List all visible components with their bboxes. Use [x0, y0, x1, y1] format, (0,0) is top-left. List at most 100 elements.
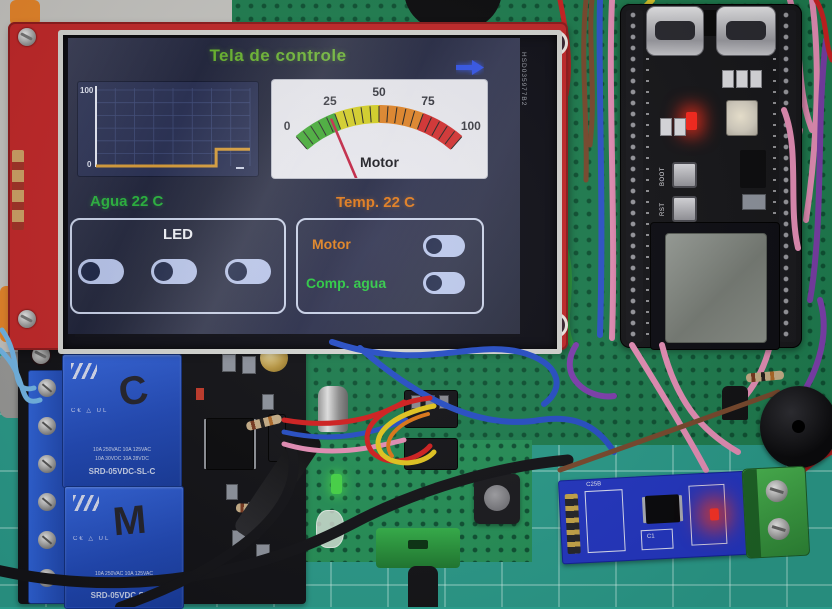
pin-labels-left: [646, 14, 649, 338]
header-slot: [411, 395, 421, 409]
power-led-lit: [686, 112, 697, 130]
mounting-screw: [18, 310, 36, 328]
pin-header-left: [626, 10, 643, 342]
relay-spec: 10A 250VAC 10A 125VAC: [93, 447, 151, 453]
smd-component: [226, 484, 238, 500]
control-panel: Motor Comp. agua: [296, 218, 484, 314]
relay-module: C C€ △ UL 10A 250VAC 10A 125VAC 10A 30VD…: [16, 334, 310, 609]
power-cable: [408, 566, 438, 607]
page-title: Tela de controle: [209, 46, 347, 65]
relay-marker: C: [115, 366, 152, 416]
terminal-screw[interactable]: [38, 379, 56, 397]
toggle-knob: [81, 262, 100, 281]
header-slot: [439, 395, 449, 409]
smd-component: [262, 394, 274, 410]
relay-c: C C€ △ UL 10A 250VAC 10A 125VAC 10A 30VD…: [62, 354, 182, 488]
usb-c-port-left[interactable]: [646, 6, 704, 56]
relay-model: SRD-05VDC-SL-C: [90, 591, 158, 600]
relay-m: M C€ △ UL 10A 250VAC 10A 125VAC 10A 30VD…: [64, 486, 184, 609]
terminal-screw[interactable]: [38, 417, 56, 435]
smd-capacitor: [750, 70, 762, 88]
temperature-chart: 100 0: [78, 82, 258, 176]
certification-marks: C€ △ UL: [73, 536, 111, 542]
solder-pads: [12, 150, 24, 230]
smd-capacitor: [736, 70, 748, 88]
relay-brand-logo: [71, 363, 97, 379]
smd-component: [256, 544, 270, 562]
toggle-knob: [426, 275, 442, 291]
smd-component: [704, 10, 716, 36]
motor-row-label: Motor: [312, 236, 351, 252]
wire-header: [404, 390, 458, 428]
buzzer-hole: [792, 420, 805, 433]
green-led: [331, 474, 342, 494]
rs485-terminal-block[interactable]: [741, 465, 811, 559]
terminal-screw[interactable]: [38, 455, 56, 473]
connector-slot: [408, 540, 428, 549]
relay-spec: 10A 30VDC 10A 28VDC: [97, 580, 151, 586]
status-led-lit: [709, 508, 720, 521]
led-panel: LED: [70, 218, 286, 314]
toggle-knob: [154, 262, 173, 281]
terminal-screw[interactable]: [38, 493, 56, 511]
gauge-dial: [295, 105, 463, 178]
usb-c-port-right[interactable]: [716, 6, 776, 56]
terminal-screw[interactable]: [765, 479, 789, 503]
terminal-screw[interactable]: [38, 569, 56, 587]
gauge-label: Motor: [360, 154, 399, 170]
relay-model: SRD-05VDC-SL-C: [88, 467, 156, 476]
rs485-module: C25B C1: [556, 459, 813, 574]
smd-capacitor: [674, 118, 686, 136]
transistor: [722, 386, 748, 420]
boot-button-label: BOOT: [660, 166, 666, 186]
reset-button-label: RST: [660, 202, 666, 217]
relay-marker: M: [111, 497, 149, 545]
relay-spec: 10A 250VAC 10A 125VAC: [95, 571, 153, 577]
silkscreen-box: [688, 483, 728, 546]
smd-capacitor: [660, 118, 672, 136]
esp32-wroom-module: [650, 222, 780, 350]
comp-agua-toggle[interactable]: [423, 272, 465, 294]
led-toggle-2[interactable]: [151, 259, 197, 284]
relay-spec: 10A 30VDC 10A 28VDC: [95, 456, 149, 462]
smd-component: [242, 356, 256, 374]
terminal-screw[interactable]: [767, 517, 791, 541]
smd-capacitor: [722, 70, 734, 88]
toggle-knob: [228, 262, 247, 281]
header-slot: [425, 395, 435, 409]
smd-component: [222, 354, 236, 372]
terminal-screw[interactable]: [38, 531, 56, 549]
push-button-cap[interactable]: [484, 485, 510, 511]
led-toggle-1[interactable]: [78, 259, 124, 284]
silkscreen-label: C25B: [586, 481, 602, 489]
voltage-regulator: [740, 150, 766, 188]
led-toggle-3[interactable]: [225, 259, 271, 284]
boot-button[interactable]: [672, 162, 697, 188]
chart-plot: [95, 86, 251, 169]
smd-component: [742, 194, 766, 210]
reset-button[interactable]: [672, 196, 697, 222]
terminal-side: [742, 469, 762, 558]
rgb-led: [726, 100, 758, 136]
wire-header: [404, 438, 458, 470]
table-background: [60, 0, 234, 26]
transceiver-ic: [644, 494, 681, 524]
chart-ymax-label: 100: [80, 86, 94, 95]
certification-marks: C€ △ UL: [71, 408, 109, 414]
toggle-knob: [426, 238, 442, 254]
silkscreen-box: [640, 528, 674, 551]
dc-connector: [376, 528, 460, 568]
motor-toggle[interactable]: [423, 235, 465, 257]
buzzer: [760, 386, 832, 468]
orange-standoff: [10, 0, 40, 26]
next-screen-arrow-icon[interactable]: [456, 60, 484, 75]
clear-led: [316, 510, 344, 548]
silkscreen-label: C1: [646, 533, 655, 540]
pin-labels-right: [773, 14, 776, 338]
push-button[interactable]: [474, 474, 520, 524]
pin-header-right: [779, 10, 796, 342]
metal-capacitor: [318, 386, 348, 432]
esp32-board: BOOT RST: [620, 4, 802, 350]
